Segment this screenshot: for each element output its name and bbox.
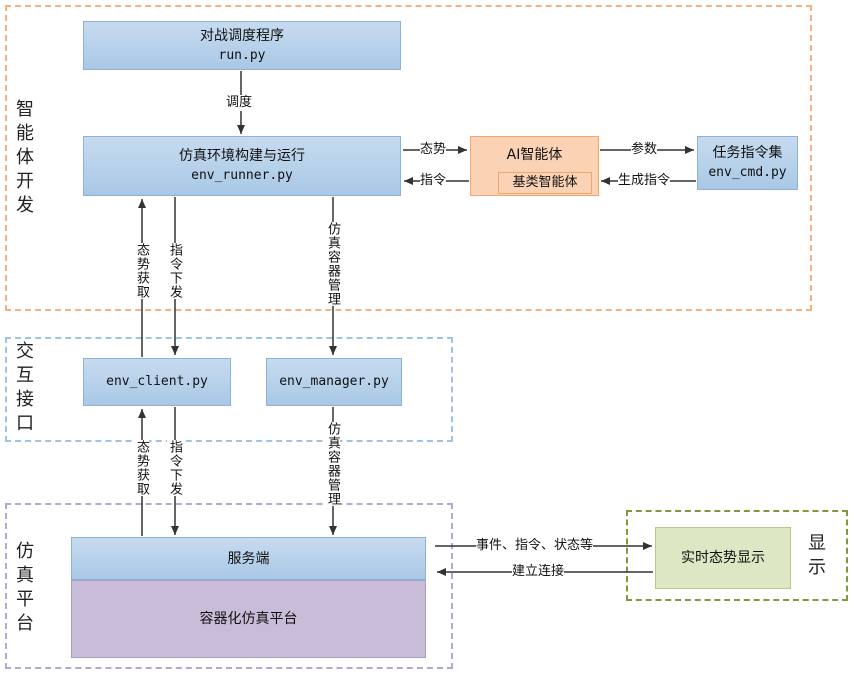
- realtime-display-title: 实时态势显示: [681, 550, 765, 566]
- env-runner-file: env_runner.py: [191, 168, 293, 183]
- container-platform-title: 容器化仿真平台: [199, 611, 298, 627]
- ai-agent-title: AI智能体: [506, 147, 563, 163]
- container-platform-box: 容器化仿真平台: [71, 580, 426, 658]
- label-situation: 态势: [420, 142, 447, 158]
- task-command-set-file: env_cmd.py: [708, 165, 787, 180]
- base-agent-title: 基类智能体: [512, 175, 578, 190]
- battle-scheduler-title: 对战调度程序: [200, 27, 284, 44]
- env-runner-title: 仿真环境构建与运行: [179, 148, 305, 164]
- label-container-mgmt-bottom: 仿真容器管理: [325, 422, 340, 506]
- server-title: 服务端: [227, 550, 270, 567]
- env-manager-box: env_manager.py: [266, 358, 402, 406]
- task-command-set-box: 任务指令集 env_cmd.py: [697, 136, 798, 190]
- region-display: [626, 510, 848, 601]
- base-agent-box: 基类智能体: [498, 172, 592, 194]
- env-client-box: env_client.py: [83, 358, 231, 406]
- region-simulation-platform: [5, 503, 453, 669]
- env-runner-box: 仿真环境构建与运行 env_runner.py: [83, 136, 401, 196]
- region-interface-label: 交互接口: [16, 341, 34, 434]
- battle-scheduler-file: run.py: [218, 47, 266, 63]
- region-display-label: 显示: [808, 533, 826, 578]
- region-agent-development: [5, 5, 812, 311]
- label-connect: 建立连接: [512, 564, 565, 580]
- label-send-cmd-bottom: 指令下发: [167, 440, 182, 496]
- task-command-set-title: 任务指令集: [712, 145, 783, 161]
- label-schedule: 调度: [226, 95, 253, 111]
- realtime-display-box: 实时态势显示: [655, 527, 791, 589]
- region-simulation-platform-label: 仿真平台: [16, 541, 34, 634]
- label-send-cmd-top: 指令下发: [167, 243, 182, 299]
- label-container-mgmt-top: 仿真容器管理: [325, 222, 340, 306]
- env-manager-file: env_manager.py: [279, 374, 389, 389]
- battle-scheduler-box: 对战调度程序 run.py: [83, 21, 401, 70]
- label-get-state-bottom: 态势获取: [134, 440, 149, 496]
- label-params: 参数: [631, 142, 658, 158]
- server-box: 服务端: [71, 537, 426, 580]
- env-client-file: env_client.py: [106, 374, 208, 389]
- region-agent-development-label: 智能体开发: [16, 99, 34, 216]
- label-command: 指令: [420, 173, 447, 189]
- label-events: 事件、指令、状态等: [476, 538, 594, 554]
- label-get-state-top: 态势获取: [134, 243, 149, 299]
- label-generate-command: 生成指令: [618, 173, 671, 189]
- region-interface: [5, 337, 453, 442]
